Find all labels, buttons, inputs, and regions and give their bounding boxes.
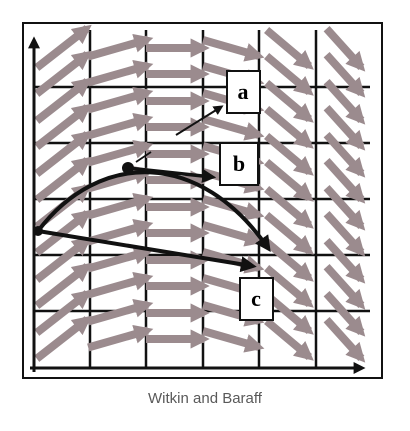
label-b: b [233, 151, 245, 176]
field-arrow [323, 317, 366, 363]
field-arrow [34, 262, 92, 309]
field-arrow [87, 86, 154, 114]
field-arrow [201, 115, 265, 141]
field-arrow [264, 185, 314, 229]
vector-field [34, 24, 366, 363]
field-arrow [264, 52, 314, 96]
label-b-box: b [219, 142, 259, 186]
field-arrow [34, 289, 92, 336]
arrow-to-a [175, 105, 224, 136]
field-arrow [323, 105, 366, 151]
field-arrow [323, 79, 366, 125]
field-arrow [34, 236, 92, 283]
field-arrow [87, 33, 154, 61]
arrow-to-b [127, 166, 217, 183]
field-arrow [34, 77, 92, 124]
field-arrow [34, 156, 92, 203]
field-arrow [87, 298, 154, 326]
field-arrow [323, 185, 366, 231]
field-arrow [323, 132, 366, 178]
field-arrow [323, 26, 366, 72]
field-arrow [323, 211, 366, 257]
field-arrow [34, 50, 92, 97]
field-arrow [264, 158, 314, 202]
field-arrow [87, 324, 154, 352]
field-arrow [87, 218, 154, 246]
field-arrow [87, 192, 154, 220]
field-arrow [264, 79, 314, 123]
label-a: a [238, 79, 249, 104]
field-arrow [323, 158, 366, 204]
field-arrow [34, 24, 92, 71]
field-arrow [87, 112, 154, 140]
small-tick [135, 151, 152, 163]
field-arrow [201, 36, 265, 62]
label-c-box: c [239, 277, 274, 321]
field-arrow [87, 139, 154, 167]
label-c: c [251, 286, 261, 311]
field-arrow [34, 315, 92, 362]
field-arrow [34, 103, 92, 150]
field-arrow [323, 264, 366, 310]
field-arrow [264, 26, 314, 70]
field-arrow [264, 264, 314, 308]
field-arrow [34, 130, 92, 177]
figure-frame [22, 22, 383, 379]
field-arrow [323, 238, 366, 284]
field-arrow [87, 59, 154, 87]
field-arrow [201, 327, 265, 353]
field-arrow [264, 132, 314, 176]
field-arrow [264, 105, 314, 149]
field-arrow [264, 238, 314, 282]
field-arrow [264, 317, 314, 361]
figure-caption: Witkin and Baraff [148, 390, 262, 407]
field-arrow [201, 221, 265, 247]
field-arrow [87, 245, 154, 273]
field-arrow [323, 291, 366, 337]
start-point [33, 226, 43, 236]
curved-trajectory [36, 170, 271, 252]
field-arrow [323, 52, 366, 98]
field-arrow [87, 271, 154, 299]
field-arrow [264, 211, 314, 255]
label-a-box: a [226, 70, 261, 114]
straight-trajectory [37, 229, 257, 273]
